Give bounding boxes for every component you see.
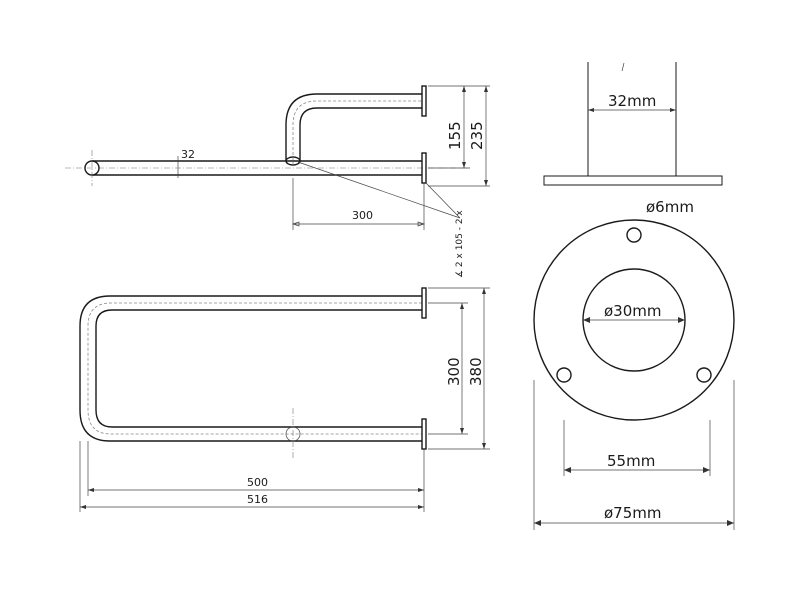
dim-offset-length: 300 — [352, 209, 373, 222]
flange-side-view: 32mm — [543, 62, 723, 186]
dim-width-outer: 380 — [467, 357, 485, 386]
dim-outer-diameter: ø75mm — [604, 504, 662, 522]
dim-length-outer: 516 — [247, 493, 268, 506]
dim-tube-diameter: 32 — [181, 148, 195, 161]
dim-width-inner: 300 — [445, 357, 463, 386]
angle-note: ∡ 2 x 105 - 2 x — [455, 210, 465, 278]
dim-hole-diameter: ø6mm — [646, 198, 694, 216]
dim-height-inner: 155 — [446, 121, 464, 150]
flange-front-view: ø6mm ø30mm 55mm ø75mm — [533, 198, 735, 530]
side-view: 32 300 ∡ 2 x 105 - 2 x 155 235 — [65, 85, 490, 278]
dim-height-outer: 235 — [468, 121, 486, 150]
top-view: 300 380 500 516 — [79, 287, 490, 512]
dim-length-inner: 500 — [247, 476, 268, 489]
dim-bolt-circle: 55mm — [607, 452, 655, 470]
dim-flange-tube-width: 32mm — [608, 92, 656, 110]
dim-bore-diameter: ø30mm — [604, 302, 662, 320]
